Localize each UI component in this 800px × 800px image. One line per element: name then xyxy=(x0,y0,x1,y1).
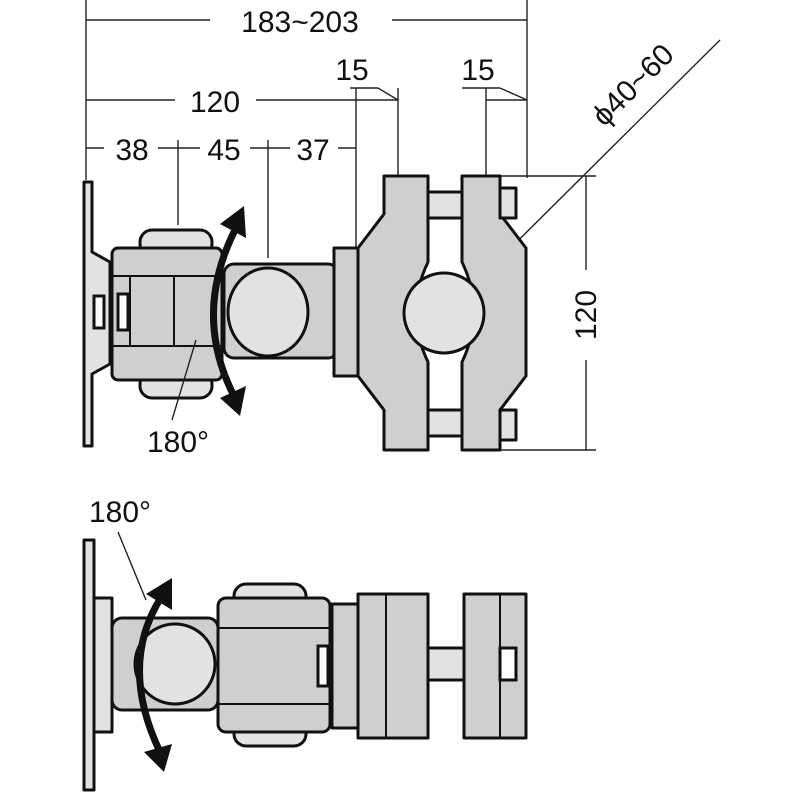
plate-slot xyxy=(92,294,106,330)
side-view xyxy=(82,531,528,792)
dim-rotation-top: 180° xyxy=(147,426,209,459)
dim-segment-2: 45 xyxy=(207,134,240,167)
side-tilt-slot xyxy=(316,644,330,688)
clamp-bolt-bottom xyxy=(426,408,464,438)
dim-segment-3: 37 xyxy=(296,134,329,167)
arrowhead-bottom-down xyxy=(144,744,172,772)
bolt-nut-top xyxy=(498,186,518,220)
dim-clamp-height: 120 xyxy=(570,290,603,340)
dim-segment-1: 38 xyxy=(115,134,148,167)
arrowhead-top-up xyxy=(220,206,246,238)
rotation-arc-bottom xyxy=(136,592,166,756)
bolt-nut-bottom xyxy=(498,408,518,442)
side-plate-boss xyxy=(92,596,114,734)
arrowhead-top-down xyxy=(220,386,246,416)
side-clamp-left xyxy=(356,592,430,740)
side-clamp-right xyxy=(462,592,528,740)
swivel-joint xyxy=(226,266,310,358)
side-clamp-nut xyxy=(498,646,518,682)
dim-arm-length: 120 xyxy=(190,86,240,119)
top-view xyxy=(82,174,528,452)
dim-pipe-diameter: ϕ40~60 xyxy=(586,38,681,133)
rotation-arc-top xyxy=(210,224,240,400)
arrowhead-bottom-up xyxy=(146,578,172,610)
clamp-bolt-top xyxy=(426,190,464,220)
pipe-section xyxy=(402,271,486,355)
side-tilt-body xyxy=(216,596,332,734)
clamp-back-plate xyxy=(332,246,360,378)
dim-clamp-width-right: 15 xyxy=(461,54,494,87)
dim-total-width: 183~203 xyxy=(241,6,359,39)
dim-rotation-bottom: 180° xyxy=(89,496,151,529)
side-swivel-joint xyxy=(133,622,217,706)
pivot-slot xyxy=(116,292,130,332)
side-clamp-plate xyxy=(330,602,360,730)
dimension-lines xyxy=(85,0,721,451)
dim-clamp-width-left: 15 xyxy=(335,54,368,87)
side-clamp-bolt xyxy=(426,646,466,682)
